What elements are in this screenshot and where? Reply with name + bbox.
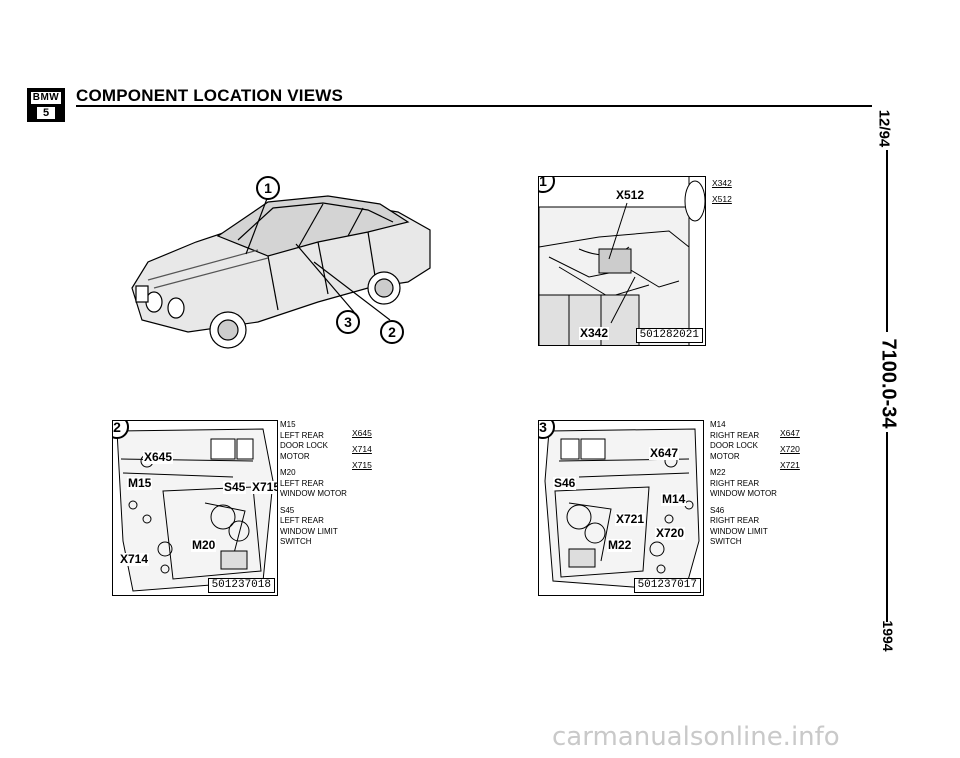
figure-3-codes: X647 X720 X721 [780,428,800,476]
code-x720: X720 [780,444,800,454]
legend-item-m14: M14 RIGHT REAR DOOR LOCK MOTOR [710,420,760,461]
label-x721: X721 [615,512,646,526]
code-x342: X342 [712,178,732,188]
label-x645: X645 [143,450,174,464]
label-x714: X714 [119,552,150,566]
car-drawing [131,195,431,349]
header-rule [76,105,872,107]
figure-1-codes: X342 X512 [712,178,732,210]
figure-1-connectors-photo: 1 X512 X342 501282021 [538,176,706,346]
figure-2-left-rear-door: 2 X645 M15 S45 X715 M20 X714 501237018 [112,420,278,596]
figure-1-number: 501282021 [635,328,703,343]
label-x647: X647 [649,446,680,460]
legend-item-m20: M20 LEFT REAR WINDOW MOTOR [280,468,347,498]
code-x645: X645 [352,428,372,438]
legend-item-s46: S46 RIGHT REAR WINDOW LIMIT SWITCH [710,505,768,547]
margin-rule-bottom [886,432,888,622]
label-m22: M22 [607,538,633,552]
label-x715: X715 [251,481,277,494]
code-x714: X714 [352,444,372,454]
label-s45: S45 [223,480,247,494]
figure-2-legend: M15 LEFT REAR DOOR LOCK MOTOR M20 LEFT R… [280,420,352,554]
figure-1-drawing [539,177,705,345]
margin-date: 12/94 [875,109,893,148]
legend-item-m15: M15 LEFT REAR DOOR LOCK MOTOR [280,420,329,461]
figure-2-number: 501237018 [207,578,275,593]
figure-3-drawing [544,428,700,592]
logo-series: 5 [37,107,55,119]
code-x721: X721 [780,460,800,470]
code-x647: X647 [780,428,800,438]
figure-3-callout: 3 [539,421,555,439]
legend-item-s45: S45 LEFT REAR WINDOW LIMIT SWITCH [280,505,338,547]
figure-3-right-rear-door: 3 X647 S46 M14 X721 X720 M22 501237017 [538,420,704,596]
label-x720: X720 [655,526,686,540]
bmw-5-series-logo: BMW 5 [27,88,65,122]
watermark: carmanualsonline.info [552,722,840,752]
logo-brand: BMW [31,92,61,104]
figure-2-codes: X645 X714 X715 [352,428,372,476]
figure-3-number: 501237017 [633,578,701,593]
code-x512: X512 [712,194,732,204]
label-m14: M14 [661,492,687,506]
code-x715: X715 [352,460,372,470]
margin-year: 1994 [880,620,896,652]
margin-rule-top [886,150,888,332]
figure-2-drawing [116,428,274,592]
figure-2-callout: 2 [113,421,129,439]
callout-3: 3 [336,310,360,334]
label-x342: X342 [579,326,610,340]
margin-page-number: 7100.0-34 [877,338,900,429]
page-title: COMPONENT LOCATION VIEWS [76,86,344,105]
car-overview-illustration: 1 3 2 [118,170,440,350]
legend-item-m22: M22 RIGHT REAR WINDOW MOTOR [710,468,777,498]
label-s46: S46 [553,476,577,490]
figure-3-legend: M14 RIGHT REAR DOOR LOCK MOTOR M22 RIGHT… [710,420,782,554]
callout-1: 1 [256,176,280,200]
label-m15: M15 [127,476,153,490]
label-x512: X512 [615,188,646,202]
figure-1-callout: 1 [539,177,555,193]
label-m20: M20 [191,538,217,552]
callout-2: 2 [380,320,404,344]
